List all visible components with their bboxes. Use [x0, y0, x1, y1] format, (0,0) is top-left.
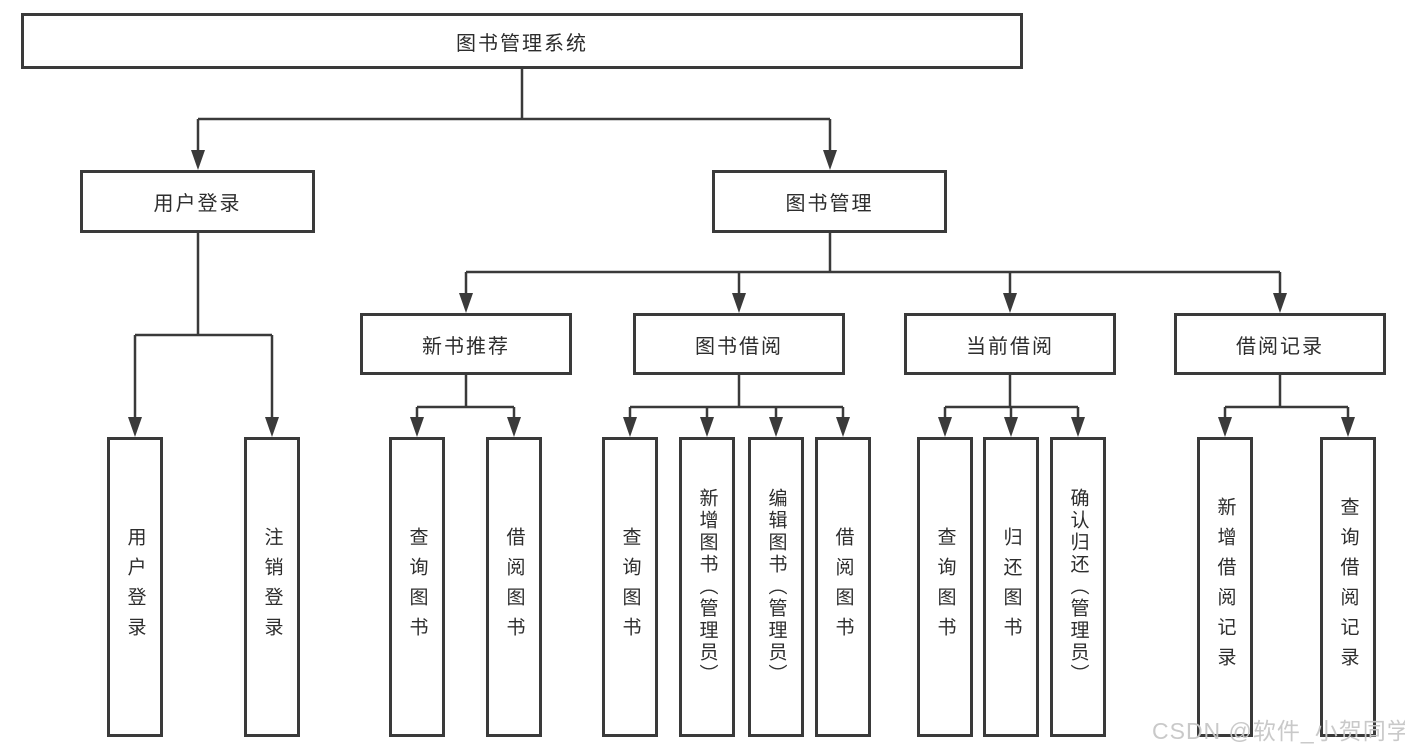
node-current-confirm-return-admin: 确认归还（管理员） — [1050, 437, 1106, 737]
node-user-login: 用户登录 — [107, 437, 163, 737]
node-current-query-books-label: 查询图书 — [934, 527, 956, 647]
connector-records-to-leaves — [1223, 375, 1350, 418]
arrowheads — [128, 150, 1355, 437]
node-book-management: 图书管理 — [712, 170, 947, 233]
connector-login-to-leaves — [133, 233, 274, 418]
node-recommend-borrow-books: 借阅图书 — [486, 437, 542, 737]
node-current-borrowing: 当前借阅 — [904, 313, 1116, 375]
node-borrowing-add-books-admin: 新增图书（管理员） — [679, 437, 735, 737]
node-borrowing-borrow-books-label: 借阅图书 — [832, 527, 854, 647]
node-logout-label: 注销登录 — [261, 527, 283, 647]
node-borrowing-query-books-label: 查询图书 — [619, 527, 641, 647]
node-current-confirm-return-admin-label: 确认归还（管理员） — [1067, 488, 1089, 686]
node-logout: 注销登录 — [244, 437, 300, 737]
connector-current-to-leaves — [943, 375, 1080, 418]
connector-recommend-to-leaves — [415, 375, 516, 418]
connector-mgmt-to-level3 — [464, 233, 1282, 294]
connector-borrowing-to-leaves — [628, 375, 845, 418]
node-recommend-borrow-books-label: 借阅图书 — [503, 527, 525, 647]
node-current-query-books: 查询图书 — [917, 437, 973, 737]
node-book-borrowing: 图书借阅 — [633, 313, 845, 375]
node-root-label: 图书管理系统 — [456, 32, 588, 55]
node-current-borrowing-label: 当前借阅 — [966, 335, 1054, 358]
node-user-login-label: 用户登录 — [124, 527, 146, 647]
node-borrowing-records-label: 借阅记录 — [1236, 335, 1324, 358]
node-current-return-books: 归还图书 — [983, 437, 1039, 737]
connector-root-to-level2 — [196, 69, 832, 151]
node-book-management-label: 图书管理 — [785, 193, 874, 215]
node-borrowing-records: 借阅记录 — [1174, 313, 1386, 375]
node-borrowing-query-books: 查询图书 — [602, 437, 658, 737]
node-new-book-recommend: 新书推荐 — [360, 313, 572, 375]
node-records-query-record-label: 查询借阅记录 — [1337, 497, 1359, 677]
node-borrowing-edit-books-admin: 编辑图书（管理员） — [748, 437, 804, 737]
node-borrowing-borrow-books: 借阅图书 — [815, 437, 871, 737]
node-borrowing-add-books-admin-label: 新增图书（管理员） — [696, 488, 718, 686]
node-root: 图书管理系统 — [21, 13, 1023, 69]
node-login-branch-label: 用户登录 — [153, 193, 242, 215]
node-login-branch: 用户登录 — [80, 170, 315, 233]
node-records-add-record: 新增借阅记录 — [1197, 437, 1253, 737]
node-recommend-query-books-label: 查询图书 — [406, 527, 428, 647]
node-recommend-query-books: 查询图书 — [389, 437, 445, 737]
node-current-return-books-label: 归还图书 — [1000, 527, 1022, 647]
node-borrowing-edit-books-admin-label: 编辑图书（管理员） — [765, 488, 787, 686]
node-records-add-record-label: 新增借阅记录 — [1214, 497, 1236, 677]
node-new-book-recommend-label: 新书推荐 — [422, 335, 510, 358]
node-records-query-record: 查询借阅记录 — [1320, 437, 1376, 737]
node-book-borrowing-label: 图书借阅 — [695, 335, 783, 358]
